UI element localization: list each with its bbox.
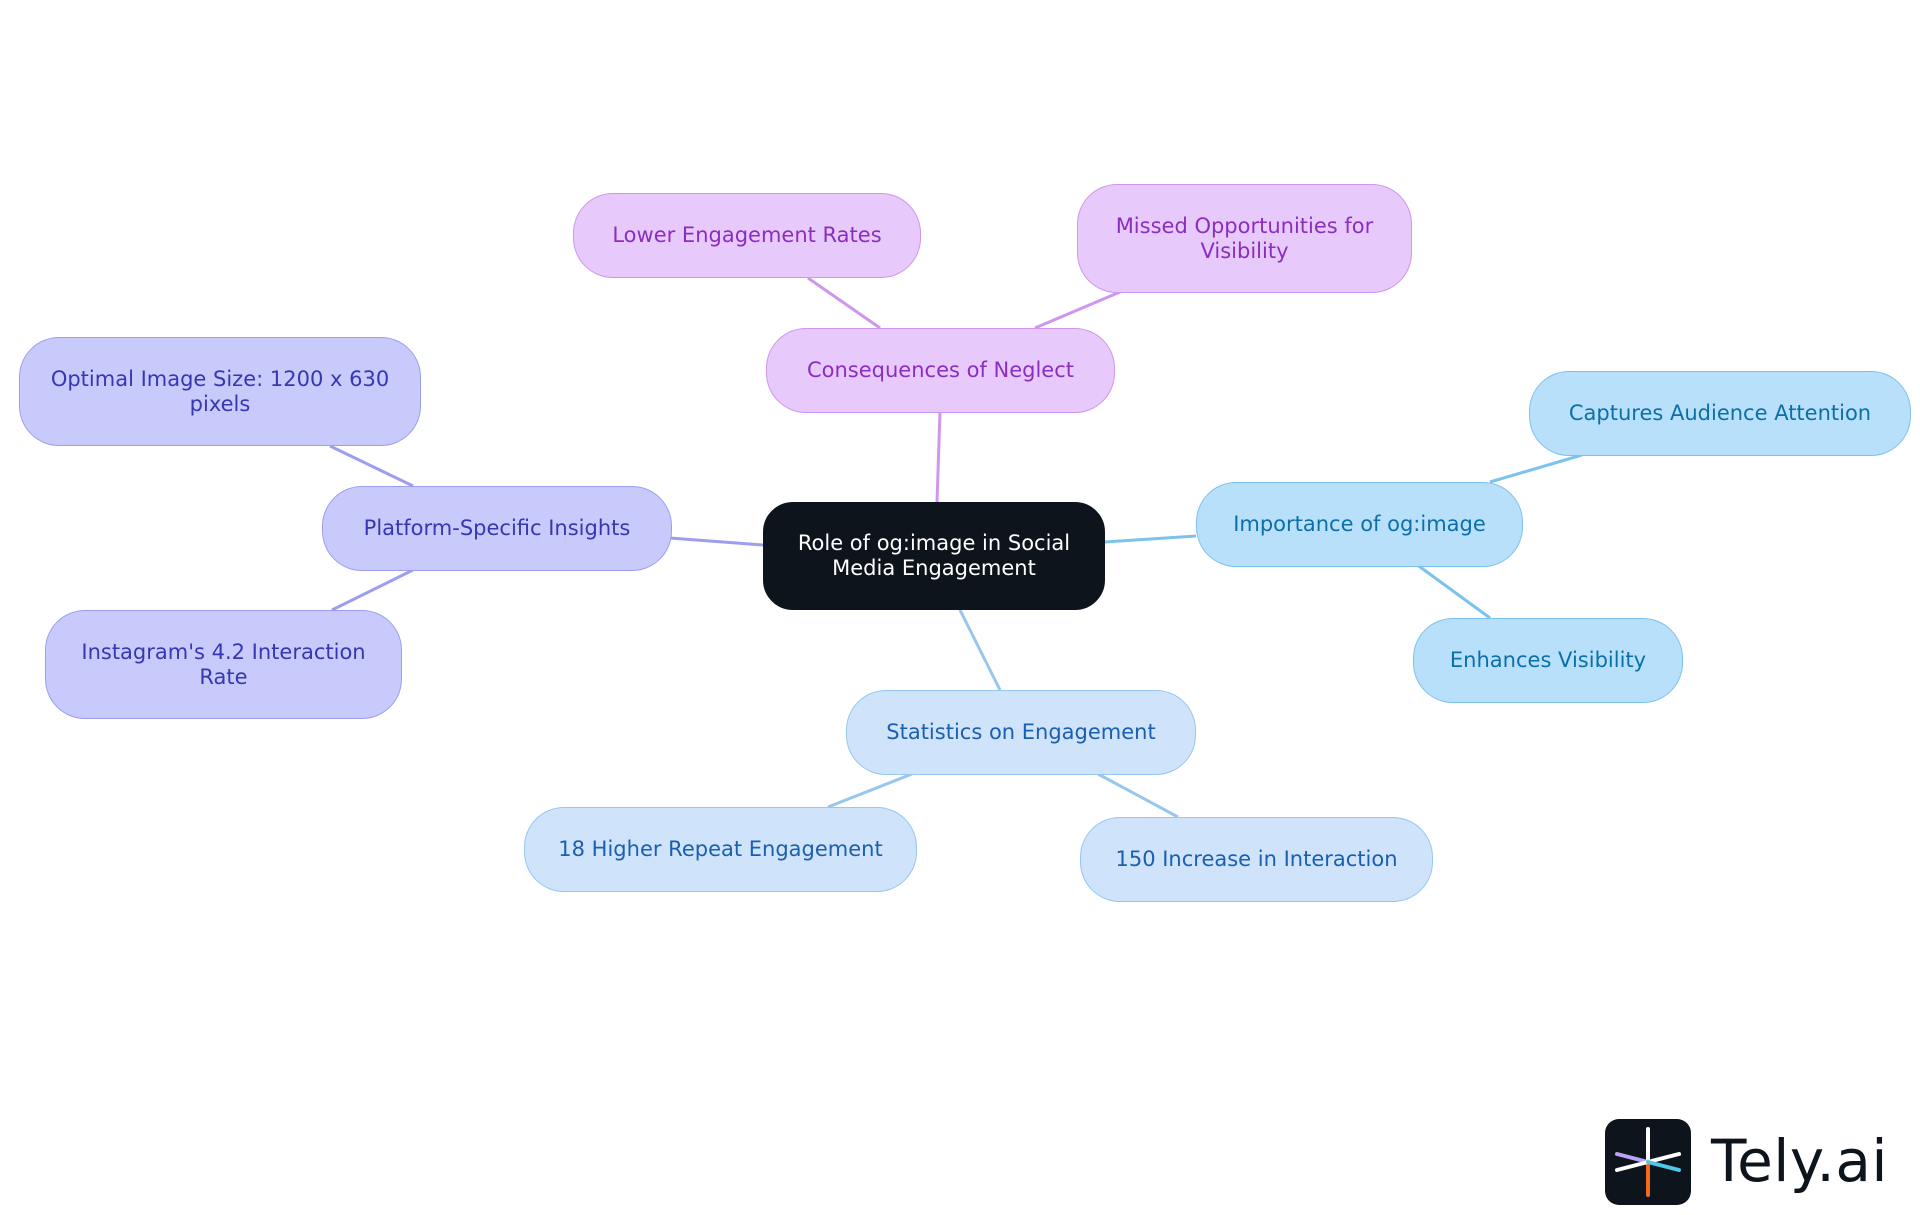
- edge-importance-enhances: [1415, 562, 1491, 620]
- instagram-rate-node: Instagram's 4.2 Interaction Rate: [45, 610, 402, 719]
- consequences-label: Consequences of Neglect: [806, 358, 1075, 382]
- platform-node: Platform-Specific Insights: [322, 486, 672, 571]
- edge-platform-instagram: [331, 568, 414, 612]
- consequences-node: Consequences of Neglect: [766, 328, 1115, 413]
- lower-engagement-node: Lower Engagement Rates: [573, 193, 921, 278]
- repeat-engagement-node: 18 Higher Repeat Engagement: [524, 807, 917, 892]
- enhances-visibility-label: Enhances Visibility: [1449, 648, 1647, 672]
- interaction-increase-node: 150 Increase in Interaction: [1080, 817, 1433, 902]
- lower-engagement-label: Lower Engagement Rates: [612, 223, 882, 247]
- captures-attention-label: Captures Audience Attention: [1568, 401, 1872, 425]
- edge-root-statistics: [958, 609, 1002, 691]
- missed-opportunities-node: Missed Opportunities for Visibility: [1077, 184, 1412, 293]
- missed-opportunities-label: Missed Opportunities for Visibility: [1115, 213, 1374, 263]
- edge-statistics-repeat: [827, 772, 913, 809]
- optimal-size-node: Optimal Image Size: 1200 x 630 pixels: [19, 337, 421, 446]
- tely-logo-icon: [1605, 1119, 1691, 1205]
- brand-name: Tely.ai: [1711, 1127, 1889, 1195]
- statistics-node: Statistics on Engagement: [846, 690, 1196, 775]
- importance-label: Importance of og:image: [1233, 512, 1486, 536]
- root-label: Role of og:image in Social Media Engagem…: [797, 531, 1071, 580]
- interaction-increase-label: 150 Increase in Interaction: [1115, 847, 1398, 871]
- optimal-size-label: Optimal Image Size: 1200 x 630 pixels: [50, 366, 390, 416]
- instagram-rate-label: Instagram's 4.2 Interaction Rate: [81, 639, 366, 689]
- edge-root-importance: [1104, 534, 1197, 544]
- edge-consequences-missed-opportunities: [1034, 290, 1121, 330]
- edge-importance-captures: [1489, 453, 1583, 484]
- platform-label: Platform-Specific Insights: [363, 516, 631, 540]
- repeat-engagement-label: 18 Higher Repeat Engagement: [558, 837, 883, 861]
- captures-attention-node: Captures Audience Attention: [1529, 371, 1911, 456]
- importance-node: Importance of og:image: [1196, 482, 1523, 567]
- enhances-visibility-node: Enhances Visibility: [1413, 618, 1683, 703]
- edge-consequences-lower-engagement: [807, 276, 881, 330]
- edge-root-platform: [669, 536, 764, 547]
- statistics-label: Statistics on Engagement: [886, 720, 1156, 744]
- edge-statistics-increase: [1097, 772, 1179, 819]
- edge-platform-optimal-size: [329, 444, 414, 488]
- root-node: Role of og:image in Social Media Engagem…: [763, 502, 1105, 610]
- edge-root-consequences: [935, 411, 942, 503]
